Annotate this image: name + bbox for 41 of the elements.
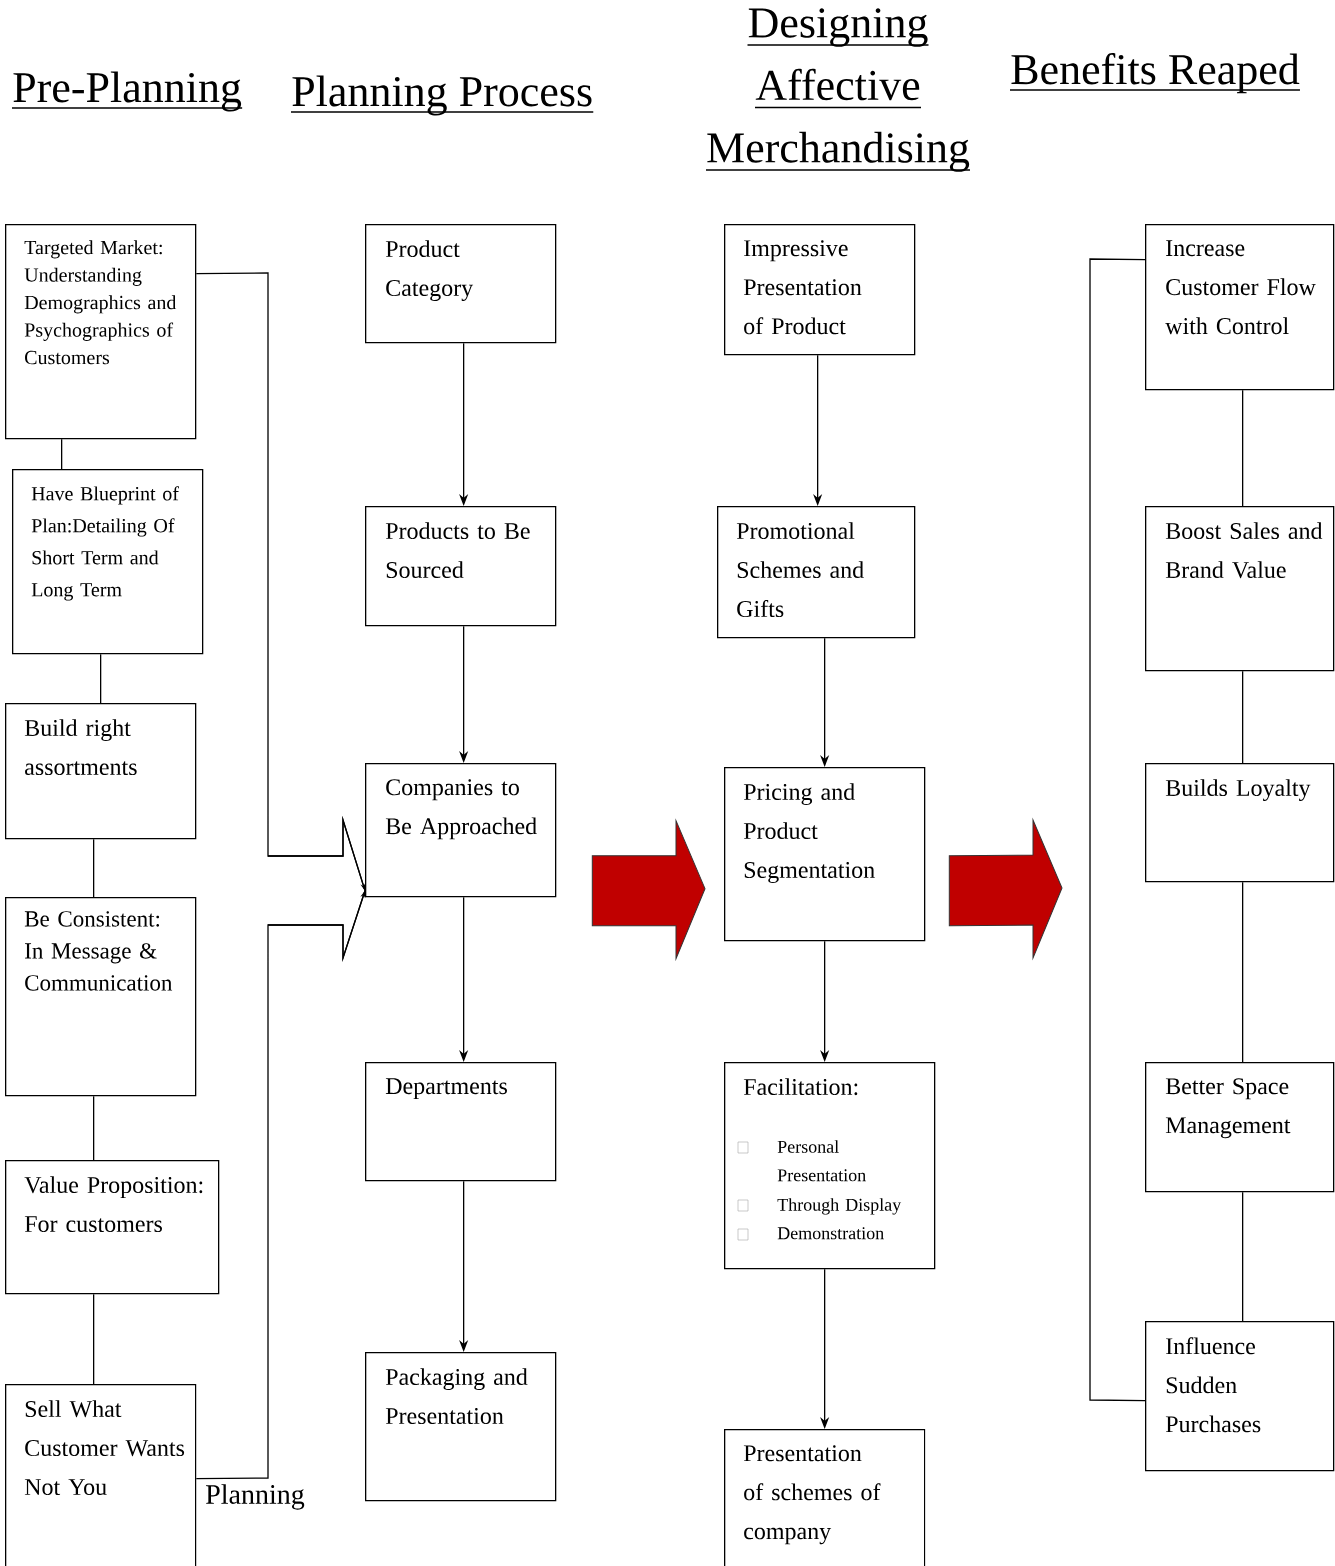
planning-label: Planning: [206, 1484, 305, 1510]
connector-line: [1242, 881, 1244, 1063]
block-arrow: [948, 819, 1063, 959]
list-item: Demonstration: [777, 1227, 884, 1240]
text-box: Boost Sales and Brand Value: [1145, 506, 1335, 672]
connector-line: [100, 653, 102, 704]
connector-line: [93, 1095, 95, 1161]
text-box: Impressive Presentation of Product: [724, 224, 916, 356]
connector-line: [93, 1293, 95, 1385]
text-box: Build right assortments: [5, 703, 197, 840]
text-box: Better Space Management: [1145, 1062, 1335, 1193]
text-box: Pricing and Product Segmentation: [724, 767, 926, 942]
text-box: Products to Be Sourced: [365, 506, 557, 627]
text-box: Have Blueprint of Plan:Detailing Of Short Term and Long Term: [12, 469, 204, 655]
column-heading: Pre-Planning: [11, 71, 243, 112]
connector-line: [1242, 670, 1244, 764]
text-box: Product Category: [365, 224, 557, 344]
text-box: Targeted Market: Understanding Demographics and Psychographics of Customers: [5, 224, 197, 440]
text-box: Companies to Be Approached: [365, 763, 557, 898]
hollow-arrow: [195, 815, 366, 1480]
connector-line: [1242, 389, 1244, 507]
list-item: Personal Presentation: [777, 1140, 866, 1182]
column-heading: Planning Process: [290, 75, 594, 116]
connector-line: [93, 838, 95, 898]
connector-line: [1089, 258, 1146, 1402]
text-box: Builds Loyalty: [1145, 763, 1335, 883]
text-box: Be Consistent: In Message & Communication: [5, 897, 197, 1097]
connector-line: [1242, 1191, 1244, 1322]
block-arrow: [591, 820, 706, 960]
column-heading: Benefits Reaped: [1009, 53, 1301, 94]
text-box: Sell What Customer Wants Not You: [5, 1384, 197, 1566]
list-item: Through Display: [777, 1198, 902, 1215]
text-box: Increase Customer Flow with Control: [1145, 224, 1335, 391]
text-box: Value Proposition: For customers: [5, 1160, 220, 1295]
text-box: Departments: [365, 1062, 557, 1182]
column-heading: Designing Affective Merchandising: [705, 8, 971, 172]
text-box: Influence Sudden Purchases: [1145, 1321, 1335, 1472]
text-box: Presentation of schemes of company: [724, 1429, 926, 1566]
text-box: Promotional Schemes and Gifts: [717, 506, 916, 639]
text-box: Packaging and Presentation: [365, 1352, 557, 1502]
connector-line: [61, 438, 63, 470]
